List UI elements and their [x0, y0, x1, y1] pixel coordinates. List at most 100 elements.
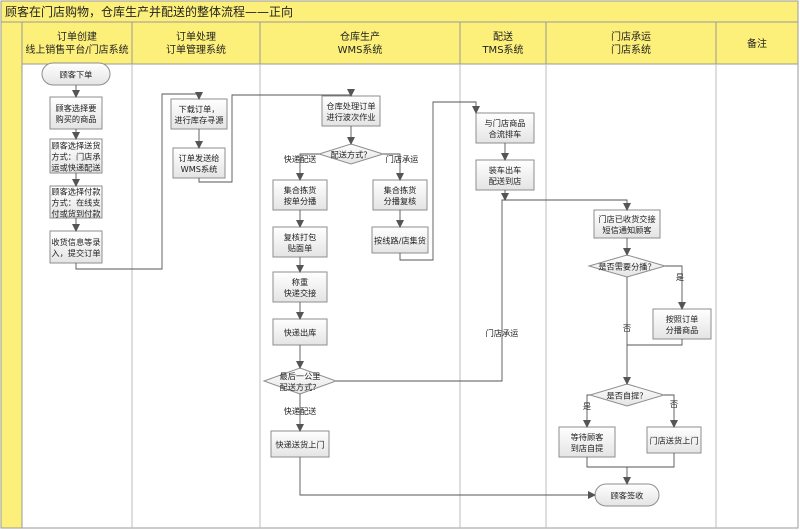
connector-18: [299, 457, 596, 499]
node-n8-text: 进行波次作业: [326, 112, 375, 122]
left-strip: [0, 0, 23, 529]
node-n19-text: 装车出车: [489, 165, 522, 175]
node-n3-text: 顾客选择送货: [51, 141, 100, 151]
connector-9: [296, 153, 319, 181]
node-n18-process: [475, 112, 535, 144]
label-l_yes2: 是: [583, 401, 591, 411]
node-n19-text: 配送到店: [489, 176, 522, 186]
node-n6-text: 下载订单，: [179, 104, 220, 114]
node-n23-decision: [588, 383, 666, 407]
node-n14-process: [272, 271, 328, 303]
node-n20-text: 门店已收货交接: [598, 214, 655, 224]
node-n15-text: 快递出库: [284, 328, 317, 338]
node-n10-process: [272, 179, 328, 211]
node-n14-text: 称重: [292, 277, 308, 287]
connector-10: [383, 153, 404, 181]
node-n8-text: 仓库处理订单: [326, 101, 375, 111]
node-n13-text: 按线路/店集货: [374, 236, 426, 246]
lane-title: 订单处理: [176, 31, 216, 43]
node-n10-text: 按单分播: [284, 196, 317, 206]
node-n2-text: 购买的商品: [56, 114, 97, 124]
lane-subtitle: 线上销售平台/门店系统: [25, 43, 128, 56]
lane-header-6: [715, 21, 799, 65]
node-n9-text: 配送方式？: [331, 150, 372, 160]
lane-title: 仓库生产: [340, 30, 380, 43]
node-n4-text: 方式：在线支: [51, 198, 100, 208]
lane-title: 备注: [747, 37, 767, 50]
connector-23: [665, 265, 686, 310]
node-n17-text: 快递送货上门: [275, 440, 324, 450]
node-n1-text: 顾客下单: [60, 70, 93, 80]
node-n14-text: 快递交接: [284, 288, 317, 298]
node-n21-text: 是否需要分播？: [598, 262, 655, 272]
node-n20-text: 短信通知顾客: [602, 225, 651, 235]
node-n13-process: [371, 226, 429, 254]
node-n4-text: 付或货到付款: [51, 209, 100, 219]
connector-26: [583, 394, 591, 428]
node-n4-text: 顾客选择付款: [51, 187, 100, 197]
node-n3-process: [49, 138, 103, 174]
connector-29: [627, 453, 675, 468]
node-n7-text: WMS系统: [181, 164, 218, 174]
node-n10-text: 集合拣货: [284, 185, 317, 195]
label-l_store: 门店承运: [386, 154, 419, 164]
lane-title: 配送: [493, 30, 513, 43]
lane-title: 门店承运: [611, 30, 651, 43]
node-n5-text: 入，提交订单: [51, 248, 100, 258]
node-n16-text: 最后一公里: [280, 371, 321, 381]
node-n16-text: 配送方式？: [280, 382, 321, 392]
node-n18-text: 与门店商品: [485, 118, 526, 128]
node-n12-text: 复核打包: [284, 232, 317, 242]
connector-24: [627, 339, 683, 346]
node-n24-process: [558, 426, 616, 458]
node-n5-process: [49, 230, 103, 264]
node-n6-process: [170, 98, 228, 130]
label-l_store2: 门店承运: [486, 328, 519, 338]
node-n12-process: [272, 226, 328, 258]
node-n3-text: 方式：门店承: [51, 152, 100, 162]
connector-7: [198, 89, 355, 183]
label-l_express2: 快递配送: [284, 406, 317, 416]
node-n9-decision: [317, 143, 385, 165]
label-l_express: 快递配送: [284, 154, 317, 164]
lane-subtitle: 门店系统: [611, 43, 651, 56]
lane-header-1: [21, 21, 133, 65]
node-n20-process: [593, 209, 661, 239]
node-n19-process: [475, 159, 535, 191]
node-n5-text: 收货信息等录: [51, 237, 100, 247]
node-n25-text: 门店送货上门: [649, 436, 698, 446]
label-l_yes1: 是: [676, 272, 684, 282]
lane-subtitle: TMS系统: [481, 43, 523, 56]
node-n2-process: [49, 96, 103, 130]
node-n26-text: 顾客签收: [611, 491, 644, 501]
connector-27: [664, 394, 678, 428]
node-n24-text: 等待顾客: [571, 432, 604, 442]
node-n24-text: 到店自提: [571, 443, 604, 453]
node-n2-text: 顾客选择要: [56, 103, 97, 113]
label-l_no1: 否: [623, 323, 631, 333]
diagram-title: 顾客在门店购物，仓库生产并配送的整体流程——正向: [5, 4, 293, 19]
lane-title: 订单创建: [57, 30, 97, 43]
connector-5: [75, 92, 203, 270]
lane-subtitle: WMS系统: [338, 43, 383, 56]
node-n4-process: [49, 185, 103, 219]
connector-14: [399, 101, 480, 261]
label-l_no2: 否: [670, 399, 678, 409]
lane-header-3: [259, 21, 461, 65]
node-n12-text: 贴面单: [288, 243, 313, 253]
lane-header-4: [459, 21, 547, 65]
node-n15-process: [272, 318, 328, 346]
node-n3-text: 运或快递配送: [51, 163, 100, 173]
node-n22-process: [652, 308, 712, 340]
node-n22-text: 按照订单: [666, 314, 699, 324]
node-n18-text: 合流排车: [489, 129, 522, 139]
connector-28: [586, 457, 631, 485]
node-n11-text: 分播复核: [384, 196, 417, 206]
node-n7-text: 订单发送给: [179, 153, 220, 163]
node-n6-text: 进行库存寻源: [174, 115, 223, 125]
lane-header-2: [131, 21, 261, 65]
node-n11-text: 集合拣货: [384, 185, 417, 195]
node-n22-text: 分播商品: [666, 325, 699, 335]
